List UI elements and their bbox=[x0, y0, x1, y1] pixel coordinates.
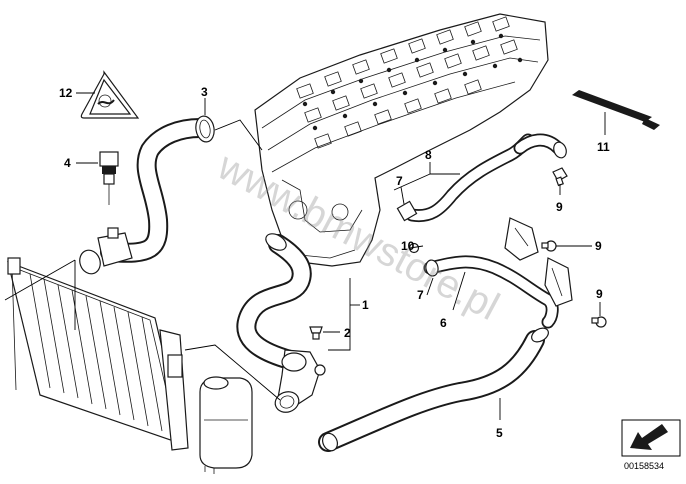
callout-1: 1 bbox=[362, 298, 369, 312]
callout-8: 8 bbox=[425, 148, 432, 162]
document-number: 00158534 bbox=[624, 461, 664, 471]
bolt-9-lower bbox=[591, 316, 607, 328]
warning-sticker bbox=[80, 70, 140, 119]
callout-9-middle: 9 bbox=[595, 239, 602, 253]
bolt-9-upper bbox=[552, 167, 568, 187]
callout-6: 6 bbox=[440, 316, 447, 330]
hose-long bbox=[318, 327, 549, 452]
callouts: 12 4 3 1 2 8 7 10 7 6 9 9 9 11 5 bbox=[59, 85, 610, 440]
bolt-9-middle bbox=[541, 240, 557, 252]
callout-9-lower: 9 bbox=[596, 287, 603, 301]
hose-heater-feed bbox=[396, 133, 567, 254]
callout-2: 2 bbox=[344, 326, 351, 340]
hose-lower bbox=[236, 233, 326, 413]
bolt-2 bbox=[309, 326, 323, 340]
hose-return bbox=[423, 217, 573, 329]
temperature-sensor bbox=[99, 151, 119, 205]
callout-3: 3 bbox=[201, 85, 208, 99]
callout-5: 5 bbox=[496, 426, 503, 440]
leader-lines bbox=[4, 92, 606, 420]
expansion-tank bbox=[199, 376, 253, 474]
callout-12: 12 bbox=[59, 86, 73, 100]
radiator bbox=[7, 257, 189, 451]
hose-upper-radiator bbox=[79, 115, 215, 275]
callout-7-lower: 7 bbox=[417, 288, 424, 302]
callout-10: 10 bbox=[401, 239, 415, 253]
callout-4: 4 bbox=[64, 156, 71, 170]
callout-11: 11 bbox=[597, 140, 610, 154]
callout-7-upper: 7 bbox=[396, 174, 403, 188]
callout-9-upper: 9 bbox=[556, 200, 563, 214]
orientation-icon bbox=[621, 419, 681, 457]
cable-tie bbox=[572, 90, 660, 130]
